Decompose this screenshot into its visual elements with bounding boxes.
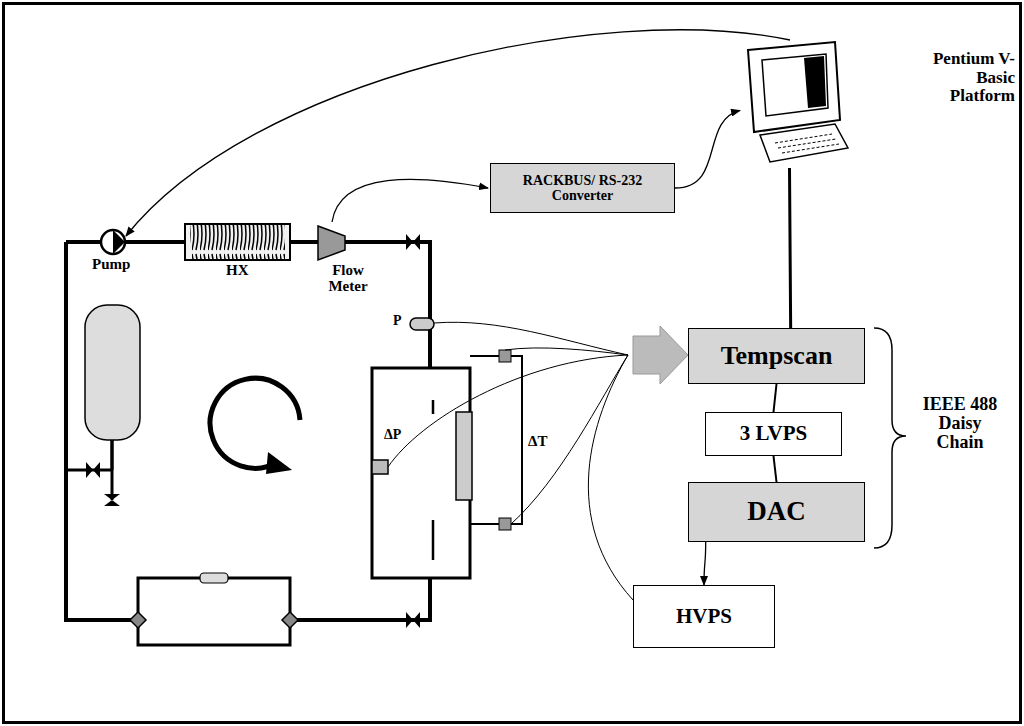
sensor-label: ΔT	[528, 434, 547, 450]
power-supply-box: 3 LVPS	[705, 412, 842, 456]
component-label: Flow Meter	[318, 263, 378, 295]
connector	[704, 542, 706, 585]
loop-piping	[66, 242, 470, 645]
power-supply-box: HVPS	[633, 585, 775, 648]
heat-exchanger	[185, 224, 290, 260]
connector	[675, 110, 740, 188]
box-label: Tempscan	[721, 342, 833, 371]
pressure-sensor	[410, 318, 434, 330]
bracket-label: IEEE 488 Daisy Chain	[915, 395, 1005, 452]
flow-meter-symbol	[318, 226, 345, 260]
filter-section	[130, 573, 298, 628]
bracket	[874, 328, 906, 548]
component-label: HX	[226, 263, 249, 279]
pump-symbol	[101, 230, 125, 254]
computer-icon	[740, 40, 850, 165]
sensor-label: P	[393, 314, 402, 329]
box-label: HVPS	[676, 605, 732, 628]
converter-box: RACKBUS/ RS-232 Converter	[490, 163, 675, 213]
test-section-parts	[372, 350, 522, 560]
connector	[774, 384, 777, 412]
box-label: DAC	[747, 497, 806, 527]
instrument-box: Tempscan	[688, 328, 865, 384]
pump-control-line	[126, 30, 790, 236]
connector	[790, 168, 791, 328]
connector	[774, 456, 777, 482]
flow-signal-line	[332, 179, 488, 222]
sensor-label: ΔP	[384, 428, 401, 443]
flow-direction-arrow	[210, 378, 300, 474]
computer-node: Pentium V-Basic Platform	[740, 40, 1015, 168]
box-label: RACKBUS/ RS-232 Converter	[508, 173, 658, 204]
converter-box: DAC	[688, 482, 865, 542]
component-label: Pump	[92, 257, 130, 273]
box-label: 3 LVPS	[740, 422, 808, 445]
reservoir-tank	[85, 305, 140, 440]
sensor-wires	[388, 322, 633, 600]
signal-input-arrow	[633, 326, 688, 384]
valves	[86, 234, 420, 628]
platform-label: Pentium V-Basic Platform	[920, 50, 1015, 106]
